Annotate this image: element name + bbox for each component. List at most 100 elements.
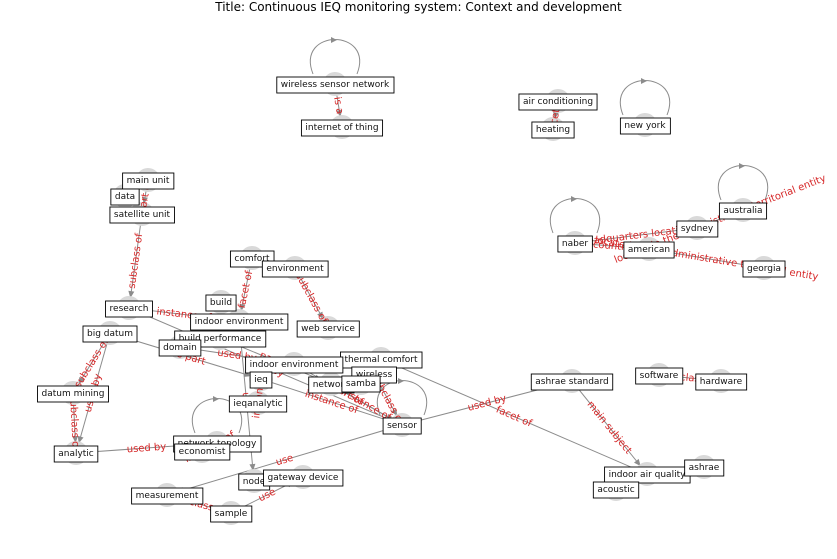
- edge-line: [293, 363, 403, 426]
- node-box: [276, 76, 395, 94]
- node-domain[interactable]: domain: [158, 339, 202, 357]
- node-thermal[interactable]: thermal comfort: [340, 351, 423, 369]
- node-iot[interactable]: internet of thing: [300, 119, 384, 137]
- edge-line: [166, 424, 403, 496]
- node-label: acoustic: [597, 485, 634, 495]
- node-box: [109, 206, 175, 224]
- node-naber[interactable]: naber: [557, 235, 593, 253]
- node-label: hardware: [700, 377, 743, 387]
- edge-label: subclass of: [293, 271, 330, 325]
- node-label: american: [628, 245, 670, 255]
- self-loop-edge: [310, 39, 360, 75]
- node-ashrae[interactable]: ashrae: [684, 459, 725, 477]
- node-environment[interactable]: environment: [261, 260, 329, 278]
- node-label: wireless sensor network: [281, 80, 390, 90]
- node-label: research: [110, 304, 149, 314]
- edge-label: facet of: [494, 404, 534, 429]
- node-label: main unit: [127, 176, 170, 186]
- node-box: [263, 469, 344, 487]
- node-indoorenv[interactable]: indoor environment: [190, 313, 289, 331]
- node-label: thermal comfort: [344, 355, 418, 365]
- node-mainunit[interactable]: main unit: [122, 172, 175, 190]
- node-box: [684, 459, 725, 477]
- node-box: [341, 375, 381, 393]
- node-wsn[interactable]: wireless sensor network: [276, 76, 395, 94]
- node-box: [158, 339, 202, 357]
- node-measurement[interactable]: measurement: [131, 487, 204, 505]
- node-label: software: [640, 371, 679, 381]
- node-gateway[interactable]: gateway device: [263, 469, 344, 487]
- node-ieq[interactable]: ieq: [249, 371, 273, 389]
- node-acoustic[interactable]: acoustic: [592, 481, 640, 499]
- node-build[interactable]: build: [205, 294, 237, 312]
- graph-title: Title: Continuous IEQ monitoring system:…: [215, 0, 622, 14]
- node-label: ashrae: [689, 463, 720, 473]
- node-box: [530, 373, 614, 391]
- node-box: [228, 395, 288, 413]
- node-label: comfort: [234, 254, 270, 264]
- node-sydney[interactable]: sydney: [676, 220, 719, 238]
- edge-arrowhead: [391, 408, 398, 417]
- node-label: georgia: [747, 264, 781, 274]
- node-economist[interactable]: economist: [174, 443, 231, 461]
- edge-label: country: [592, 239, 631, 253]
- node-satellite[interactable]: satellite unit: [109, 206, 175, 224]
- edge-line: [260, 378, 403, 426]
- node-box: [518, 93, 598, 111]
- node-box: [619, 117, 671, 135]
- self-loop-edge: [718, 165, 768, 201]
- node-box: [676, 220, 719, 238]
- node-label: sensor: [387, 421, 417, 431]
- node-georgia[interactable]: georgia: [742, 260, 786, 278]
- node-box: [531, 121, 575, 139]
- node-australia[interactable]: australia: [718, 202, 768, 220]
- edge-label: is a: [331, 96, 345, 115]
- edge-arrowhead: [128, 290, 135, 299]
- node-hardware[interactable]: hardware: [695, 373, 748, 391]
- node-ashraestd[interactable]: ashrae standard: [530, 373, 614, 391]
- node-data[interactable]: data: [110, 188, 140, 206]
- node-box: [296, 320, 360, 338]
- node-webservice[interactable]: web service: [296, 320, 360, 338]
- node-label: big datum: [87, 329, 133, 339]
- node-ieqanalytic[interactable]: ieqanalytic: [228, 395, 288, 413]
- node-label: internet of thing: [305, 123, 378, 133]
- node-sample[interactable]: sample: [210, 505, 253, 523]
- node-label: sample: [215, 509, 248, 519]
- node-iaq[interactable]: indoor air quality: [604, 466, 691, 484]
- node-label: gateway device: [268, 473, 339, 483]
- edge-arrowhead: [78, 376, 85, 385]
- node-box: [718, 202, 768, 220]
- node-indoorenv2[interactable]: indoor environment: [245, 356, 344, 374]
- node-label: indoor environment: [195, 317, 284, 327]
- edge-label: subclass of: [127, 232, 146, 289]
- node-samba[interactable]: samba: [341, 375, 381, 393]
- edge-arrowhead: [72, 435, 79, 444]
- node-analytic[interactable]: analytic: [53, 445, 99, 463]
- node-box: [190, 313, 289, 331]
- node-label: ieq: [254, 375, 268, 385]
- node-label: web service: [301, 324, 355, 334]
- node-datummining[interactable]: datum mining: [37, 385, 109, 403]
- node-box: [592, 481, 640, 499]
- self-loop-edge: [620, 80, 670, 116]
- node-bigdatum[interactable]: big datum: [82, 325, 138, 343]
- node-aircon[interactable]: air conditioning: [518, 93, 598, 111]
- edge-arrowhead: [317, 311, 324, 320]
- node-box: [131, 487, 204, 505]
- node-software[interactable]: software: [635, 367, 684, 385]
- node-label: economist: [179, 447, 226, 457]
- node-sensor[interactable]: sensor: [382, 417, 422, 435]
- node-box: [174, 443, 231, 461]
- node-newyork[interactable]: new york: [619, 117, 671, 135]
- node-box: [37, 385, 109, 403]
- node-heating[interactable]: heating: [531, 121, 575, 139]
- self-loop-arrowhead: [641, 78, 647, 84]
- node-label: measurement: [136, 491, 199, 501]
- node-box: [261, 260, 329, 278]
- node-research[interactable]: research: [105, 300, 153, 318]
- node-box: [110, 188, 140, 206]
- self-loop-arrowhead: [213, 396, 219, 402]
- node-american[interactable]: american: [623, 241, 675, 259]
